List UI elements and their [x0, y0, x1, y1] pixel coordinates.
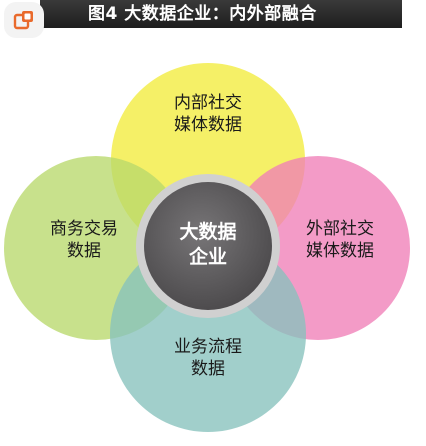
label-bottom-line2: 数据 [191, 359, 225, 379]
share-glyph-icon [13, 11, 33, 30]
center-circle [144, 182, 272, 310]
wechat-share-icon[interactable] [4, 2, 44, 38]
label-bottom-line1: 业务流程 [174, 337, 242, 357]
label-top-line1: 内部社交 [174, 93, 242, 113]
label-center: 大数据 企业 [158, 220, 258, 270]
label-left: 商务交易 数据 [34, 218, 134, 262]
diagram-title: 图4 大数据企业：内外部融合 [88, 4, 317, 24]
label-center-line2: 企业 [188, 246, 227, 268]
label-right-line2: 媒体数据 [306, 241, 374, 261]
label-right: 外部社交 媒体数据 [290, 218, 390, 262]
label-center-line1: 大数据 [179, 221, 237, 243]
label-left-line1: 商务交易 [50, 219, 118, 239]
diagram-title-bar: 图4 大数据企业：内外部融合 [40, 0, 402, 28]
label-top-line2: 媒体数据 [174, 115, 242, 135]
label-right-line1: 外部社交 [306, 219, 374, 239]
label-left-line2: 数据 [67, 241, 101, 261]
label-bottom: 业务流程 数据 [158, 336, 258, 380]
label-top: 内部社交 媒体数据 [158, 92, 258, 136]
